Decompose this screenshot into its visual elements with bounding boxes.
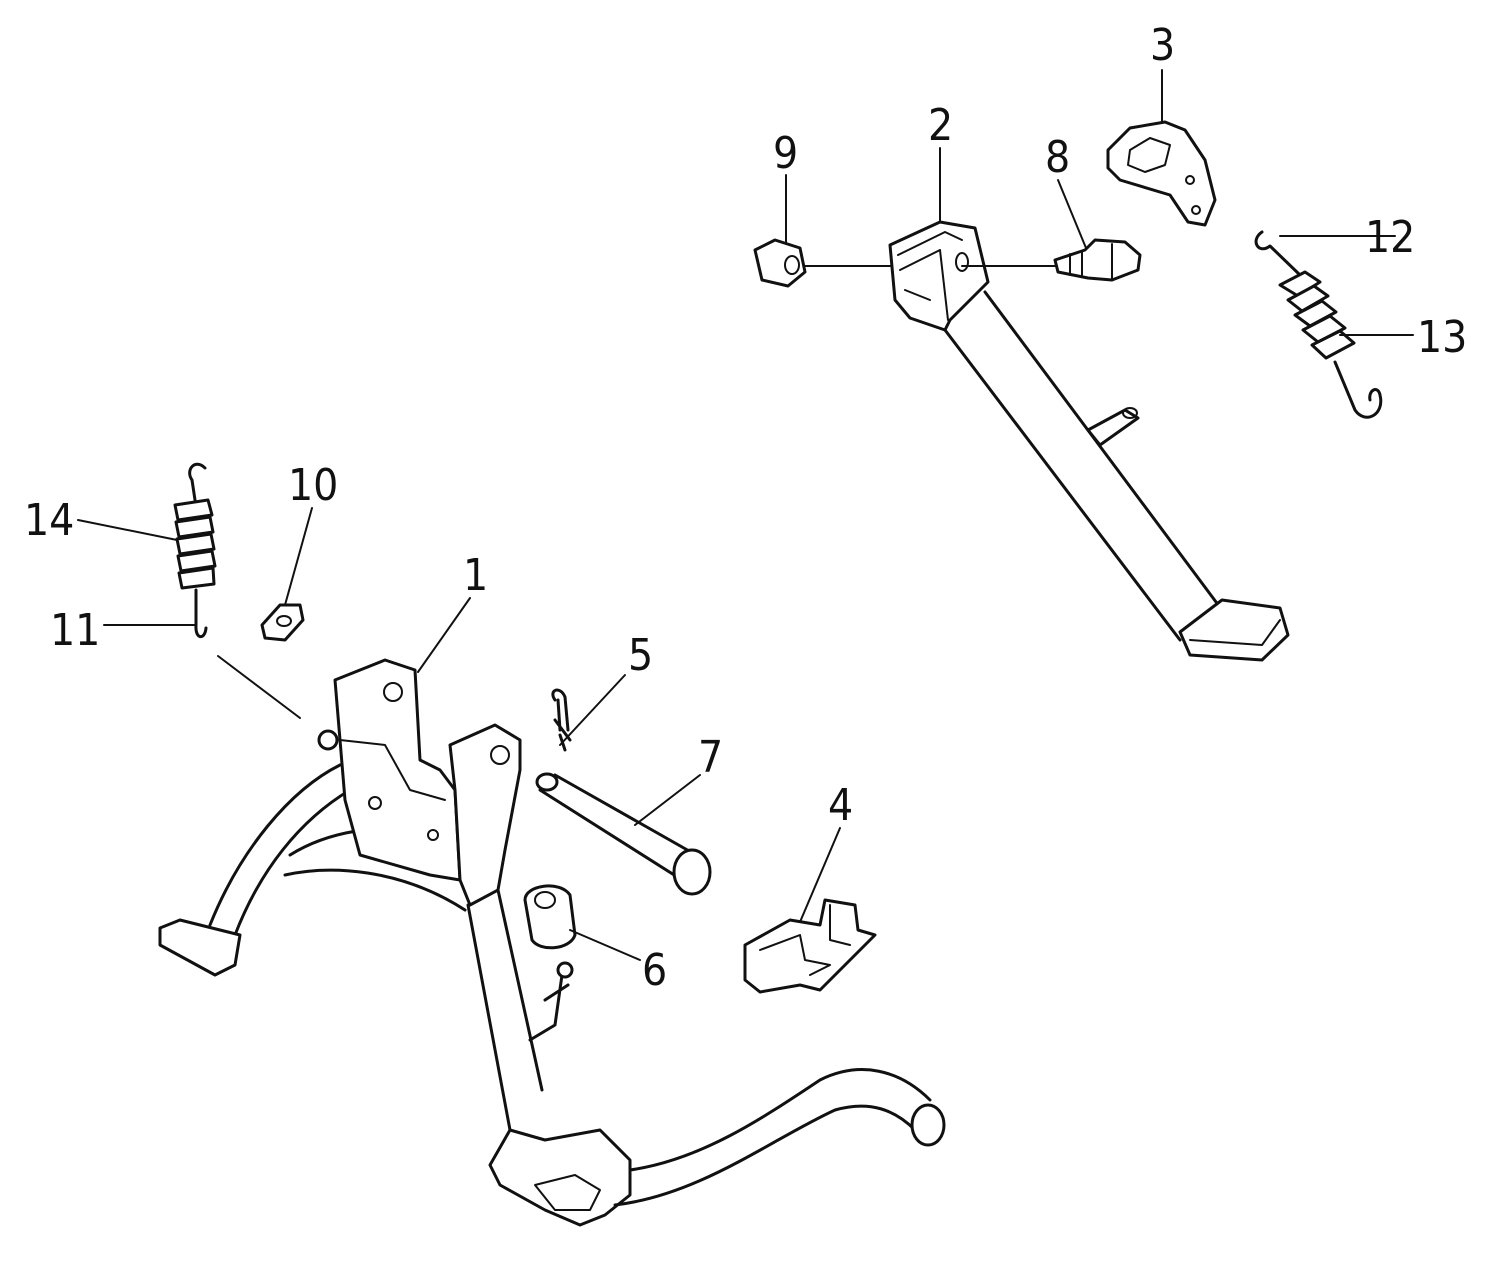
callout-2: 2	[928, 100, 953, 151]
callout-10: 10	[288, 460, 338, 511]
main-stand-part	[158, 658, 946, 1227]
bracket-part	[743, 898, 877, 994]
callout-labels: 1 2 3 4 5 6 7 8 9 10 11 12 13 14	[24, 20, 1467, 996]
washer-part	[260, 603, 305, 642]
cotter-pin-part	[551, 688, 572, 752]
callout-11: 11	[50, 605, 100, 656]
callout-3: 3	[1150, 20, 1175, 71]
leader-line-spring	[217, 655, 301, 719]
bolt-part	[961, 238, 1142, 282]
callout-5: 5	[628, 630, 653, 681]
spring-left-part	[173, 462, 217, 639]
nut-part	[753, 238, 891, 288]
spring-right-part	[1254, 230, 1383, 419]
plate-part	[1106, 120, 1217, 227]
callout-4: 4	[828, 780, 853, 831]
callout-13: 13	[1417, 312, 1467, 363]
callout-6: 6	[642, 945, 667, 996]
side-stand-part	[888, 220, 1290, 662]
callout-12: 12	[1365, 212, 1415, 263]
callout-8: 8	[1045, 132, 1070, 183]
callout-1: 1	[463, 550, 488, 601]
leader-lines	[77, 69, 1414, 961]
bushing-part	[523, 884, 577, 950]
pin-shaft-part	[535, 772, 712, 896]
callout-7: 7	[698, 732, 723, 783]
callout-14: 14	[24, 495, 74, 546]
callout-9: 9	[773, 128, 798, 179]
